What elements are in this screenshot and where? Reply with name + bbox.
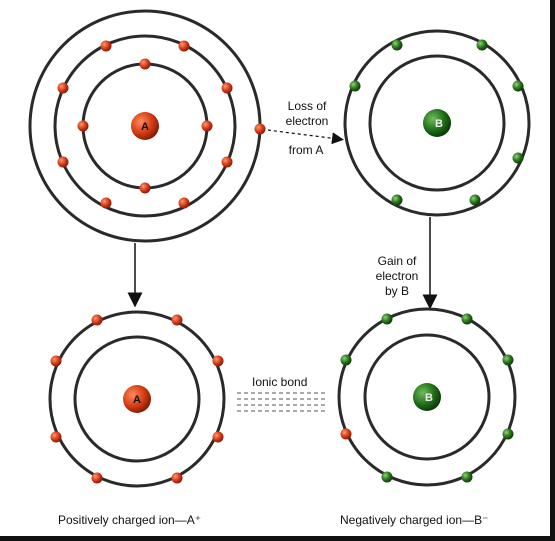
gain-of-electron-label: Gain of electron by B xyxy=(367,254,427,299)
nucleus-b xyxy=(423,109,451,137)
electron xyxy=(91,472,103,484)
electron xyxy=(340,354,352,366)
gain-line-1: Gain of xyxy=(377,254,417,268)
electron xyxy=(212,355,224,367)
electron xyxy=(461,313,473,325)
shell-2 xyxy=(53,34,237,218)
shell-2 xyxy=(343,29,531,217)
electron xyxy=(381,471,393,483)
atom-a-neutral: A xyxy=(28,9,266,243)
electron xyxy=(502,354,514,366)
electron xyxy=(476,39,488,51)
nucleus-b-label: B xyxy=(435,118,443,130)
electron xyxy=(171,472,183,484)
electron xyxy=(100,40,112,52)
electron xyxy=(391,194,403,206)
nucleus-b-ion-label: B xyxy=(425,392,433,404)
electron xyxy=(77,120,89,132)
electron-transfer-arrow xyxy=(267,129,344,145)
electron xyxy=(178,197,190,209)
shell-2 xyxy=(48,310,226,488)
gained-electron xyxy=(340,428,352,440)
nucleus-a-label: A xyxy=(141,121,149,133)
electron xyxy=(57,82,69,94)
atom-b-neutral: B xyxy=(343,29,531,217)
electron xyxy=(139,58,151,70)
shell-2 xyxy=(337,307,517,487)
shell-1 xyxy=(368,54,506,192)
shell-1 xyxy=(73,335,201,463)
electron xyxy=(201,120,213,132)
bottom-border xyxy=(0,536,555,541)
electron xyxy=(469,194,481,206)
nucleus-a xyxy=(131,112,159,140)
electron xyxy=(178,40,190,52)
electron xyxy=(381,313,393,325)
electron xyxy=(512,152,524,164)
electron xyxy=(100,197,112,209)
electron xyxy=(512,80,524,92)
electron xyxy=(171,314,183,326)
electron xyxy=(212,431,224,443)
electron xyxy=(139,182,151,194)
ion-b-negative: B xyxy=(337,307,517,487)
loss-line-1: Loss of xyxy=(287,99,327,113)
right-border xyxy=(550,0,555,541)
electrons-b-neutral xyxy=(349,39,524,206)
electron xyxy=(91,314,103,326)
gain-line-3: by B xyxy=(384,284,409,298)
electron xyxy=(50,431,62,443)
loss-of-electron-label: Loss of electron xyxy=(277,99,337,129)
electron xyxy=(221,156,233,168)
electrons-a-neutral xyxy=(57,40,266,209)
caption-negative-ion: Negatively charged ion—B⁻ xyxy=(340,513,489,527)
from-a-label: from A xyxy=(288,143,324,157)
ionic-bond-label: Ionic bond xyxy=(252,375,308,389)
electrons-a-ion xyxy=(50,314,224,484)
transferring-electron xyxy=(254,123,266,135)
ion-a-positive: A xyxy=(48,310,226,488)
nucleus-b-ion xyxy=(413,383,441,411)
electron xyxy=(349,80,361,92)
loss-line-2: electron xyxy=(285,114,329,128)
electron xyxy=(50,355,62,367)
shell-1 xyxy=(363,333,491,461)
electron xyxy=(461,471,473,483)
gain-line-2: electron xyxy=(375,269,419,283)
nucleus-a-ion-label: A xyxy=(133,394,141,406)
nucleus-a-ion xyxy=(123,385,151,413)
ionic-bond-lines xyxy=(237,392,328,412)
electron xyxy=(502,428,514,440)
caption-positive-ion: Positively charged ion—A⁺ xyxy=(58,513,202,527)
electron xyxy=(221,82,233,94)
electron xyxy=(57,156,69,168)
electron xyxy=(391,39,403,51)
electrons-b-ion xyxy=(340,313,514,483)
